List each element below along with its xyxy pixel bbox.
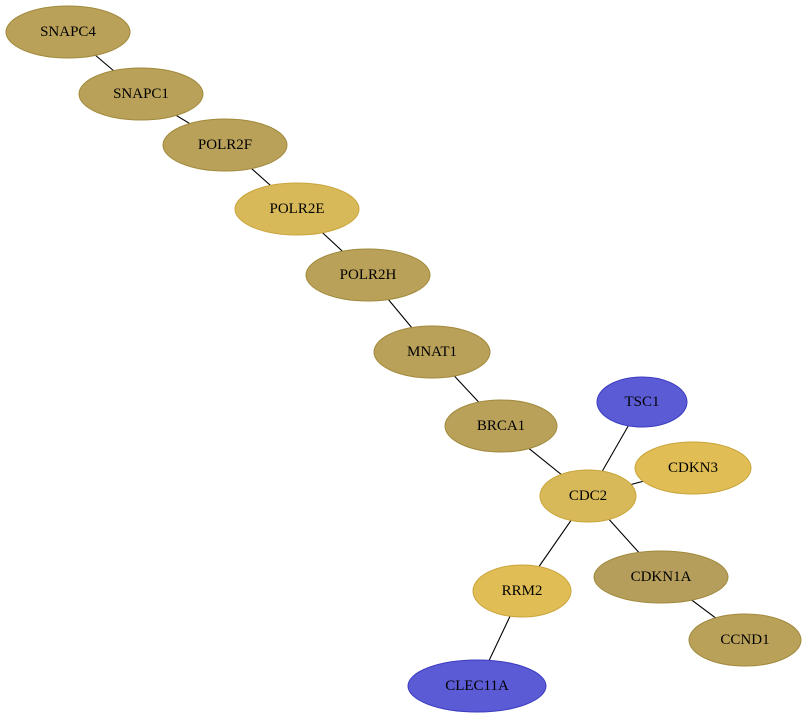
- node-label: BRCA1: [477, 418, 525, 434]
- node-polr2e[interactable]: POLR2E: [234, 182, 360, 236]
- node-brca1[interactable]: BRCA1: [444, 399, 558, 453]
- node-shape: [373, 325, 491, 379]
- node-shape: [162, 118, 288, 172]
- node-label: CDC2: [569, 488, 607, 504]
- node-ccnd1[interactable]: CCND1: [688, 613, 802, 667]
- node-cdkn3[interactable]: CDKN3: [634, 441, 752, 495]
- node-snapc4[interactable]: SNAPC4: [5, 5, 131, 59]
- node-shape: [305, 248, 431, 302]
- node-label: CDKN3: [668, 460, 718, 476]
- node-shape: [539, 469, 637, 523]
- node-label: POLR2F: [198, 137, 252, 153]
- node-label: POLR2H: [340, 267, 397, 283]
- node-label: CCND1: [720, 632, 769, 648]
- node-mnat1[interactable]: MNAT1: [373, 325, 491, 379]
- node-shape: [634, 441, 752, 495]
- node-shape: [472, 564, 572, 618]
- node-shape: [688, 613, 802, 667]
- node-shape: [596, 376, 688, 428]
- node-snapc1[interactable]: SNAPC1: [78, 67, 204, 121]
- node-label: POLR2E: [269, 201, 324, 217]
- node-label: TSC1: [624, 394, 659, 410]
- node-cdkn1a[interactable]: CDKN1A: [593, 550, 729, 604]
- node-label: SNAPC1: [113, 86, 169, 102]
- node-shape: [5, 5, 131, 59]
- node-polr2f[interactable]: POLR2F: [162, 118, 288, 172]
- node-label: SNAPC4: [40, 24, 96, 40]
- node-tsc1[interactable]: TSC1: [596, 376, 688, 428]
- node-label: CLEC11A: [445, 678, 509, 694]
- node-label: RRM2: [502, 583, 543, 599]
- node-polr2h[interactable]: POLR2H: [305, 248, 431, 302]
- node-label: MNAT1: [407, 344, 457, 360]
- node-shape: [78, 67, 204, 121]
- node-rrm2[interactable]: RRM2: [472, 564, 572, 618]
- node-shape: [234, 182, 360, 236]
- node-label: CDKN1A: [631, 569, 692, 585]
- node-shape: [444, 399, 558, 453]
- node-shape: [593, 550, 729, 604]
- node-cdc2[interactable]: CDC2: [539, 469, 637, 523]
- node-shape: [407, 659, 547, 713]
- node-clec11a[interactable]: CLEC11A: [407, 659, 547, 713]
